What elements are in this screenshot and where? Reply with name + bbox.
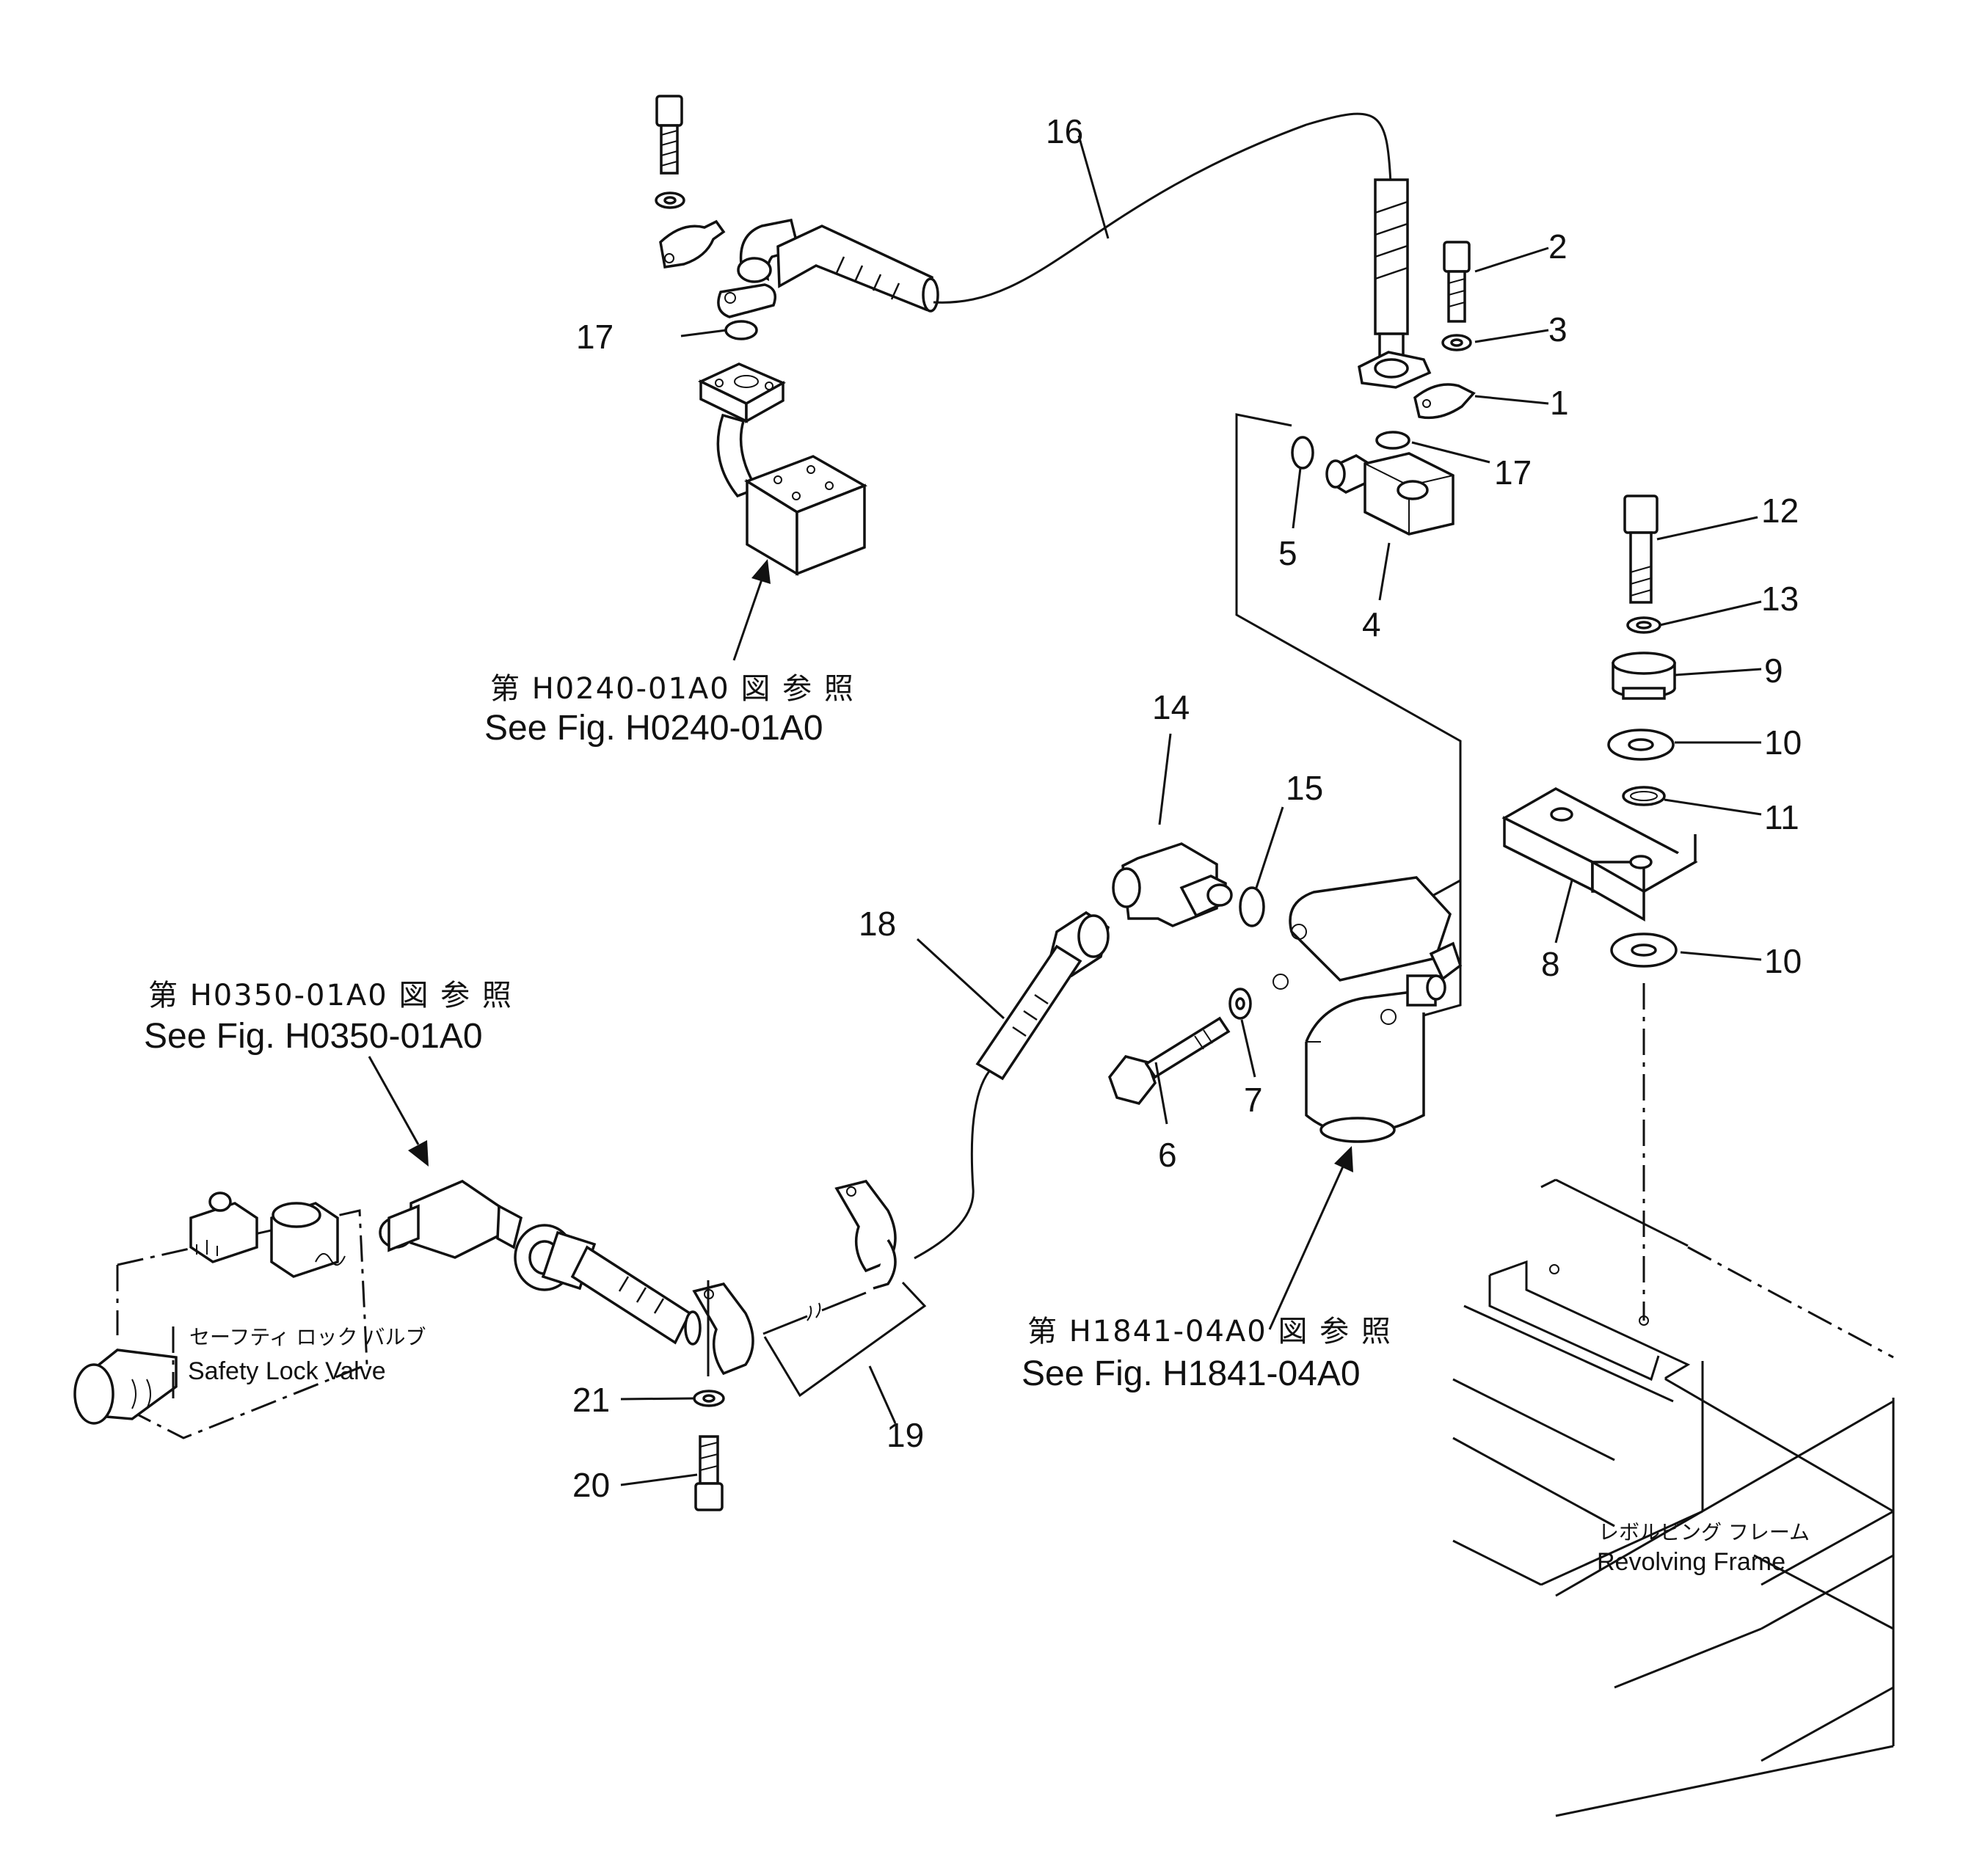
hose-18: [914, 910, 1110, 1260]
reference-h1841: 第 H1841-04A0 図 参 照 See Fig. H1841-04A0: [1022, 1315, 1392, 1393]
reference-h1841-en: See Fig. H1841-04A0: [1022, 1354, 1361, 1393]
callout-9: 9: [1764, 652, 1783, 690]
reference-h0240-en: See Fig. H0240-01A0: [484, 709, 823, 748]
bolt-6-washer-7: [1108, 988, 1252, 1105]
o-ring-15-shape: [1239, 886, 1265, 927]
callout-18: 18: [859, 905, 896, 943]
reference-h0350: 第 H0350-01A0 図 参 照 See Fig. H0350-01A0: [144, 979, 513, 1056]
leader-lines: [368, 135, 1762, 1486]
callout-20: 20: [572, 1466, 610, 1504]
callout-10-upper: 10: [1764, 723, 1802, 762]
callout-6: 6: [1158, 1136, 1177, 1174]
filter-assembly: [1273, 876, 1463, 1143]
safety-lock-valve-label-en: Safety Lock Valve: [188, 1357, 386, 1385]
callout-17-left: 17: [576, 318, 614, 356]
callout-numbers: 16 2 3 1 17 17 5 4 12 13 9 10 11 10 8 14…: [572, 112, 1802, 1504]
callout-12: 12: [1761, 492, 1799, 530]
callout-8: 8: [1541, 945, 1560, 983]
callout-13: 13: [1761, 580, 1799, 618]
hose-16-line: [933, 112, 1392, 304]
callout-15: 15: [1286, 769, 1323, 807]
callout-2: 2: [1548, 227, 1568, 266]
reference-h0350-jp: 第 H0350-01A0 図 参 照: [148, 979, 513, 1012]
valve-elbow: [379, 1180, 523, 1259]
callout-1: 1: [1550, 384, 1569, 422]
safety-lock-valve-label-jp: セーフティ ロック バルブ: [189, 1325, 426, 1349]
revolving-frame: [1452, 1178, 1895, 1817]
callout-19: 19: [886, 1416, 924, 1454]
clamp-19: [692, 1180, 927, 1511]
elbow-14: [1112, 842, 1233, 927]
left-hose-assembly: [514, 1224, 702, 1346]
right-stack-assembly: [1501, 494, 1698, 1321]
revolving-frame-label-jp: レボルビング フレーム: [1598, 1520, 1810, 1544]
callout-5: 5: [1278, 534, 1297, 572]
callout-14: 14: [1152, 688, 1190, 726]
safety-lock-valve-body: [73, 1191, 368, 1439]
revolving-frame-label-en: Revolving Frame: [1597, 1548, 1785, 1576]
upper-left-assembly: [655, 95, 939, 577]
upper-right-assembly: [1291, 178, 1476, 536]
revolving-frame-label: レボルビング フレーム Revolving Frame: [1597, 1520, 1810, 1576]
callout-10-lower: 10: [1764, 942, 1802, 980]
callout-16: 16: [1046, 112, 1083, 150]
callout-11: 11: [1764, 798, 1799, 836]
callout-3: 3: [1548, 310, 1568, 348]
reference-h1841-jp: 第 H1841-04A0 図 参 照: [1027, 1315, 1392, 1348]
callout-21: 21: [572, 1381, 610, 1419]
reference-h0240-jp: 第 H0240-01A0 図 参 照: [490, 672, 855, 706]
safety-lock-valve-label: セーフティ ロック バルブ Safety Lock Valve: [188, 1325, 426, 1385]
callout-4: 4: [1362, 605, 1381, 643]
callout-17-right: 17: [1494, 453, 1532, 492]
reference-h0240: 第 H0240-01A0 図 参 照 See Fig. H0240-01A0: [484, 672, 855, 748]
callout-7: 7: [1244, 1081, 1263, 1119]
reference-h0350-en: See Fig. H0350-01A0: [144, 1017, 483, 1056]
